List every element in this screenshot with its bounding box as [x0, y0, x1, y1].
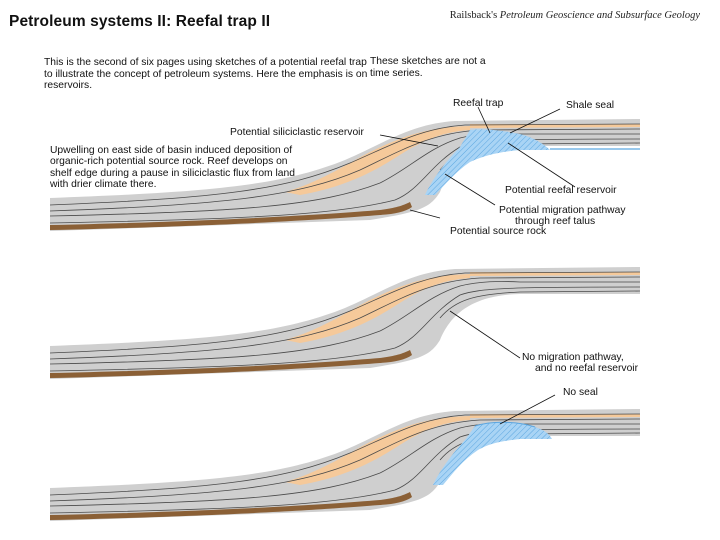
- credit-book-title: Petroleum Geoscience and Subsurface Geol…: [499, 10, 700, 21]
- intro-text: This is the second of six pages using sk…: [44, 57, 368, 92]
- section-2: No migration pathway, and no reefal rese…: [49, 266, 641, 380]
- label-reefal-trap: Reefal trap: [453, 98, 504, 109]
- label-source-rock: Potential source rock: [450, 226, 547, 237]
- page-title: Petroleum systems II: Reefal trap II: [9, 13, 271, 30]
- section-1: Reefal trap Shale seal Potential silicic…: [49, 98, 641, 237]
- label-siliciclastic-reservoir: Potential siliciclastic reservoir: [230, 127, 364, 138]
- label-no-migration-line2: and no reefal reservoir: [535, 363, 639, 374]
- credit-prefix: Railsback's: [449, 10, 500, 21]
- description-text: Upwelling on east side of basin induced …: [50, 145, 295, 191]
- credit-line: Railsback's Petroleum Geoscience and Sub…: [450, 10, 700, 21]
- label-migration-line1: Potential migration pathway: [499, 205, 626, 216]
- reef-body: [425, 129, 550, 195]
- label-migration-line2: through reef talus: [515, 216, 595, 227]
- note-text: These sketches are not a time series.: [370, 56, 486, 79]
- label-reefal-reservoir: Potential reefal reservoir: [505, 185, 617, 196]
- label-no-migration-line1: No migration pathway,: [522, 352, 624, 363]
- section-3: No seal: [49, 387, 641, 522]
- label-shale-seal: Shale seal: [566, 100, 614, 111]
- reef-body-3: [433, 422, 552, 485]
- label-no-seal: No seal: [563, 387, 598, 398]
